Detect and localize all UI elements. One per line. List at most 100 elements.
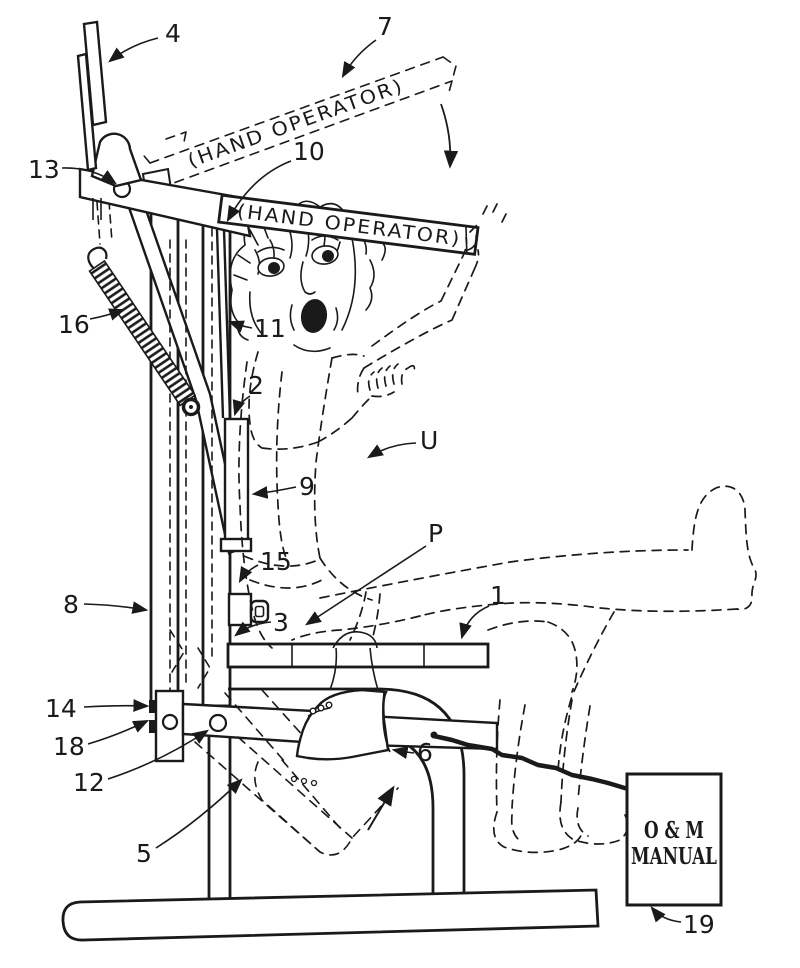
callout-5: 5 — [136, 778, 243, 868]
manual-title-line2: MANUAL — [631, 843, 717, 870]
hand-operator-label-lowered: (HAND OPERATOR) — [236, 200, 463, 250]
callout-label-19: 19 — [683, 910, 715, 939]
callout-label-9: 9 — [299, 472, 315, 501]
manual-box: O & M MANUAL — [625, 772, 723, 907]
callout-1: 1 — [459, 581, 506, 640]
seat-section-lines — [291, 644, 425, 667]
lower-arm — [248, 351, 371, 450]
callout-label-4: 4 — [165, 19, 181, 48]
leader-line-2 — [232, 395, 251, 417]
lace-dot — [325, 701, 333, 709]
callout-15: 15 — [238, 547, 292, 584]
callout-label-12: 12 — [73, 768, 105, 797]
callout-U: U — [366, 426, 438, 459]
leg-underside — [291, 601, 738, 641]
callout-label-6: 6 — [417, 738, 433, 767]
lace-dot — [317, 704, 325, 712]
back-outline — [238, 361, 273, 649]
callout-label-10: 10 — [293, 137, 325, 166]
bracket-pivot-hole — [161, 713, 179, 731]
nose — [300, 261, 316, 295]
actuator-box-lip — [219, 537, 253, 553]
spring-anchor-pin — [189, 405, 193, 409]
actuator-box — [223, 417, 250, 543]
handle-release-lever — [76, 52, 98, 172]
leader-line-P — [304, 545, 427, 626]
leader-line-1 — [459, 605, 490, 640]
lace-dot — [309, 707, 317, 715]
leader-line-12 — [107, 729, 210, 780]
spring-hook — [87, 246, 108, 273]
callout-14: 14 — [45, 694, 150, 723]
callout-label-8: 8 — [63, 590, 79, 619]
bracket-tab-lower — [149, 720, 157, 733]
callout-11: 11 — [227, 314, 286, 343]
face-outline — [248, 237, 357, 353]
lap-hand-fingers — [367, 363, 416, 398]
hip-behind-seat — [487, 620, 578, 693]
shirt-hem — [243, 555, 373, 601]
leader-line-14 — [83, 699, 150, 712]
base-rail — [61, 888, 600, 942]
lower-leg — [329, 631, 379, 691]
callout-4: 4 — [108, 19, 181, 63]
callout-label-5: 5 — [136, 839, 152, 868]
left-pupil — [268, 262, 280, 274]
leader-line-3 — [234, 621, 272, 637]
lower-legs — [495, 699, 591, 813]
callout-10: 10 — [226, 137, 325, 223]
lift-frame: (HAND OPERATOR) — [61, 20, 723, 942]
callout-label-14: 14 — [45, 694, 77, 723]
foot-on-pedal — [295, 631, 391, 761]
ghost-lace-dot — [310, 779, 318, 787]
leader-line-8 — [83, 601, 149, 614]
callout-19: 19 — [650, 906, 715, 939]
ghost-bar-bottom-edge — [159, 80, 453, 189]
callout-label-7: 7 — [377, 12, 393, 41]
callout-6: 6 — [391, 738, 433, 767]
pivot-bracket — [149, 689, 185, 763]
raised-hand-fingers — [467, 197, 509, 251]
callout-2: 2 — [232, 371, 264, 417]
actuator-rod — [214, 197, 232, 419]
shoe — [295, 688, 390, 761]
gas-spring — [87, 246, 201, 417]
linkage-pivot-hole — [208, 713, 228, 733]
ghost-lace-dot — [290, 775, 298, 783]
frame-tube-outer — [228, 687, 466, 905]
ghost-hand-operator-bar: (HAND OPERATOR) — [139, 56, 457, 203]
callout-3: 3 — [234, 608, 289, 637]
shoe-heel — [307, 691, 391, 753]
leader-line-19 — [650, 906, 682, 923]
right-pupil — [322, 250, 334, 262]
face — [248, 235, 357, 353]
callout-13: 13 — [28, 155, 117, 185]
pivot-arm-tabs — [92, 198, 102, 220]
seat — [226, 642, 490, 669]
cable-anchor — [430, 731, 438, 739]
floor-feet — [492, 801, 629, 854]
callout-label-1: 1 — [490, 581, 506, 610]
leader-line-4 — [108, 37, 159, 63]
raised-arm — [356, 237, 480, 396]
cable — [433, 733, 629, 792]
leader-line-6 — [391, 746, 415, 759]
callout-label-U: U — [420, 426, 438, 455]
torso-front — [275, 357, 333, 561]
leader-line-16 — [89, 308, 126, 321]
leader-line-9 — [251, 486, 297, 499]
pedal-leg — [349, 591, 381, 641]
shoulder — [331, 353, 365, 359]
hidden-internal-lines — [96, 200, 213, 691]
latch-knob-core — [254, 605, 265, 618]
thigh-top — [319, 549, 689, 599]
latch-body — [227, 592, 253, 627]
callout-label-2: 2 — [248, 371, 264, 400]
handle-boot — [90, 132, 143, 188]
callout-18: 18 — [53, 719, 150, 761]
ghost-bar-end-cap — [442, 56, 457, 93]
callout-label-18: 18 — [53, 732, 85, 761]
leader-line-15 — [238, 564, 259, 584]
open-mouth — [300, 299, 328, 333]
